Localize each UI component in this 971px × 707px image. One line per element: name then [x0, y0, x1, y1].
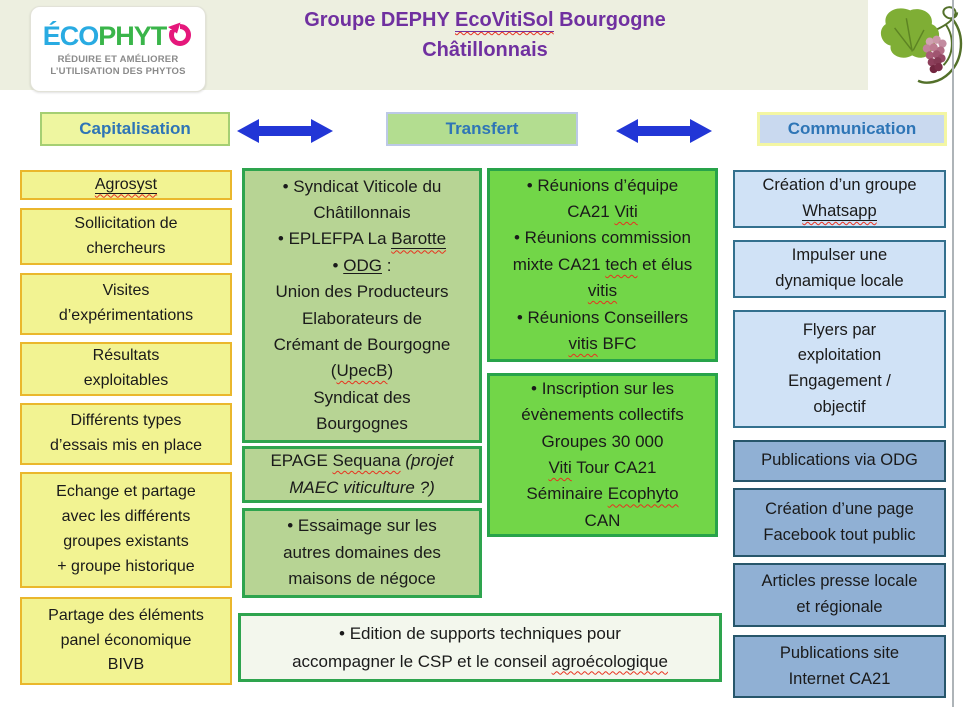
comm-box-odg: Publications via ODG	[733, 440, 946, 482]
double-arrow-icon	[616, 119, 712, 143]
ecophyto-logo: ÉCOPHYT RÉDUIRE ET AMÉLIORER L’UTILISATI…	[30, 6, 206, 92]
slide-title: Groupe DEPHY EcoVitiSol Bourgogne Châtil…	[250, 5, 720, 65]
logo-tagline-line2: L’UTILISATION DES PHYTOS	[50, 65, 186, 77]
cap-box-agrosyst: Agrosyst	[20, 170, 232, 200]
flow-label-communication: Communication	[757, 112, 947, 146]
flow-label-transfert: Transfert	[386, 112, 578, 146]
header-corner	[868, 0, 971, 102]
flow-label-capitalisation: Capitalisation	[40, 112, 230, 146]
slide-title-line2: Châtillonnais	[422, 39, 548, 61]
logo-tagline: RÉDUIRE ET AMÉLIORER L’UTILISATION DES P…	[50, 54, 185, 77]
ecophyto-brand: ÉCOPHYT	[43, 21, 194, 50]
slide-title-line1: Groupe DEPHY EcoVitiSol Bourgogne	[304, 9, 666, 32]
double-arrow-icon	[237, 119, 333, 143]
circular-arrow-icon	[168, 21, 192, 47]
logo-tagline-line1: RÉDUIRE ET AMÉLIORER	[57, 54, 179, 66]
brand-phyt: PHYT	[98, 21, 167, 52]
grapevine-icon	[880, 6, 963, 84]
brand-eco: ÉCO	[42, 21, 100, 52]
slide-edge-divider	[952, 0, 954, 707]
